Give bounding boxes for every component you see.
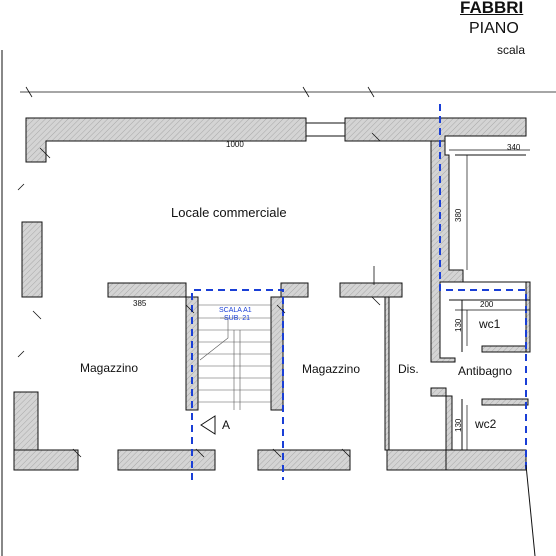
window-top	[305, 122, 346, 137]
dim-1000: 1000	[226, 140, 244, 149]
stair-label-line2: SUB. 21	[224, 315, 250, 322]
top-dimension-line	[20, 86, 556, 98]
property-boundary	[191, 104, 527, 480]
wall-right-edge-top	[525, 281, 531, 353]
room-label-locale-commerciale: Locale commerciale	[171, 205, 287, 220]
wall-stair-right	[270, 296, 284, 411]
room-label-wc2: wc2	[474, 417, 497, 431]
dimension-markers	[17, 132, 381, 458]
wall-dis-left	[384, 296, 390, 451]
dim-385: 385	[133, 299, 147, 308]
room-label-magazzino-right: Magazzino	[302, 362, 360, 376]
room-label-magazzino-left: Magazzino	[80, 361, 138, 375]
room-label-dis: Dis.	[398, 362, 419, 376]
dim-130-bottom: 130	[454, 418, 463, 432]
wall-wc1-bottom	[481, 345, 529, 353]
section-marker-triangle	[200, 415, 216, 435]
stair-treads	[198, 304, 271, 410]
room-label-antibagno: Antibagno	[458, 364, 512, 378]
wall-top-left	[25, 117, 307, 163]
dim-340: 340	[507, 143, 521, 152]
room-label-wc1: wc1	[478, 317, 501, 331]
drawing-scale: scala	[497, 43, 526, 57]
wall-mid-center	[280, 282, 309, 298]
walls	[13, 117, 531, 471]
wall-mid-right	[339, 282, 403, 298]
section-marker-label: A	[222, 418, 230, 432]
wall-bottom-right	[386, 387, 453, 471]
stair-label-line1: SCALA A1	[219, 307, 252, 314]
wall-mid-left	[107, 282, 187, 298]
dim-200: 200	[480, 300, 494, 309]
wall-bottom-mid1	[117, 449, 216, 471]
wall-wc2-top	[481, 398, 529, 406]
wall-bottom-mid2	[257, 449, 351, 471]
wall-bottom-far-right	[445, 449, 527, 471]
dim-130-top: 130	[454, 318, 463, 332]
drawing-subtitle: PIANO	[469, 20, 519, 37]
dimension-lines	[449, 149, 530, 450]
dim-380: 380	[454, 208, 463, 222]
wall-bottom-left	[13, 449, 79, 471]
wall-top-right	[344, 117, 527, 142]
drawing-title: FABBRI	[460, 0, 524, 17]
wall-left-upper	[21, 221, 43, 298]
